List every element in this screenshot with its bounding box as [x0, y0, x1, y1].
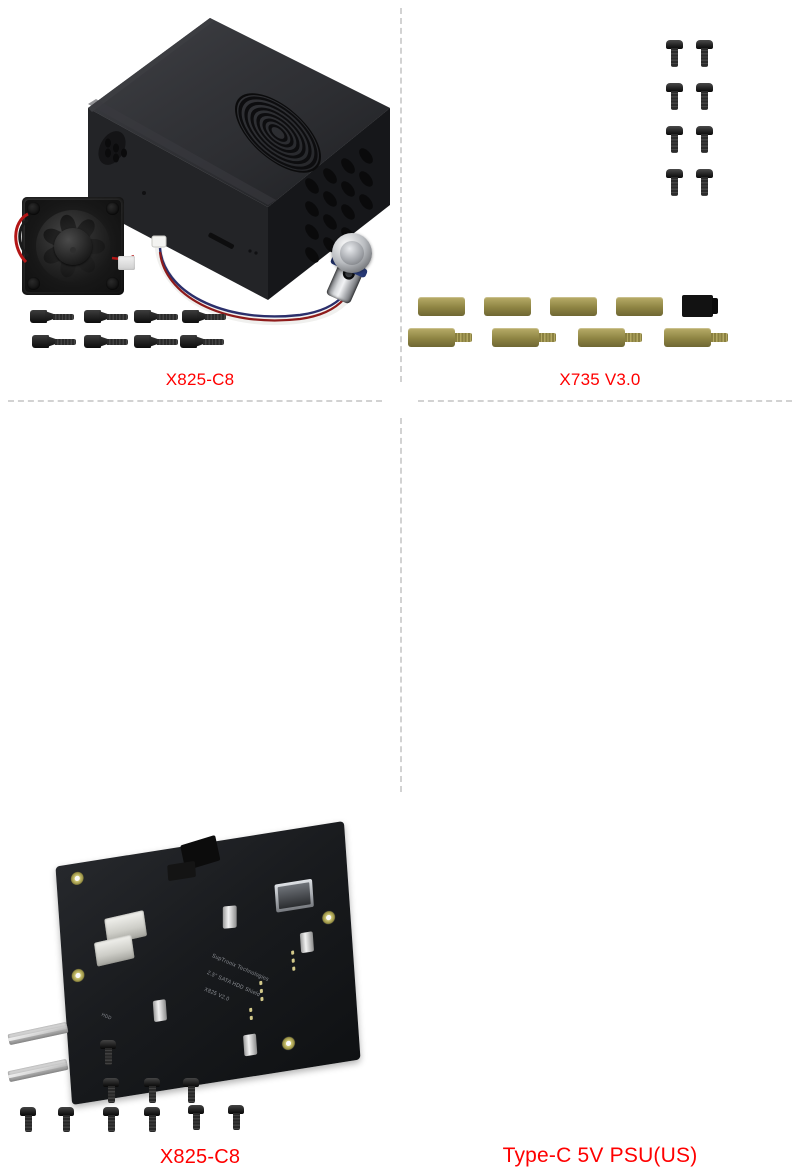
- screw: [696, 83, 713, 110]
- screw: [666, 83, 683, 110]
- brass-standoff-male: [664, 328, 728, 347]
- product-photo-x735-board: [400, 0, 800, 368]
- product-photo-metal-case-kit: [0, 0, 400, 368]
- screw: [20, 1107, 36, 1132]
- cooling-fan-40mm: [22, 197, 124, 295]
- dc-jack-body: [167, 860, 196, 882]
- usb3-port: [274, 878, 314, 913]
- product-caption-top-right: X735 V3.0: [559, 370, 641, 389]
- screw: [103, 1078, 119, 1103]
- silkscreen-hdd: HDD: [100, 1011, 113, 1021]
- grid-divider-vertical-top: [400, 8, 402, 382]
- screw: [228, 1105, 244, 1130]
- fan-connector: [118, 256, 135, 270]
- screw: [32, 335, 76, 348]
- power-button: [325, 233, 374, 305]
- product-grid-sheet: X825-C8: [0, 0, 800, 800]
- product-cell-x825-c8-case[interactable]: X825-C8: [0, 0, 400, 400]
- power-button-cable: [151, 235, 352, 326]
- screw: [84, 335, 128, 348]
- screw: [84, 310, 128, 323]
- screw: [180, 335, 224, 348]
- aluminium-spacer: [7, 1021, 69, 1046]
- mounting-hole: [69, 870, 85, 887]
- product-photo-x825-board: SupTronix Technologies 2.5" SATA HDD Shi…: [0, 800, 400, 1140]
- screw: [58, 1107, 74, 1132]
- sata-power-connector: [93, 934, 135, 967]
- grid-divider-horizontal-left: [8, 400, 382, 402]
- mounting-hole: [321, 909, 337, 926]
- screw: [100, 1040, 116, 1065]
- aluminium-spacer: [7, 1058, 69, 1083]
- screw: [696, 126, 713, 153]
- grid-divider-horizontal-right: [418, 400, 792, 402]
- brass-standoff: [484, 297, 531, 316]
- screw: [103, 1107, 119, 1132]
- product-caption-bottom-left: X825-C8: [159, 1146, 241, 1168]
- black-clip: [682, 295, 718, 317]
- brass-standoff: [550, 297, 597, 316]
- brass-standoff: [616, 297, 663, 316]
- screw: [144, 1078, 160, 1103]
- brass-standoff: [418, 297, 465, 316]
- screw: [183, 1078, 199, 1103]
- standoff-post: [299, 931, 315, 954]
- product-caption-bottom-right: Type-C 5V PSU(US): [502, 1144, 698, 1167]
- screw: [134, 310, 178, 323]
- standoff-post: [243, 1033, 258, 1057]
- screw: [696, 40, 713, 67]
- grid-divider-vertical-bottom: [400, 418, 402, 792]
- silkscreen-line-3: X825 V2.0: [202, 986, 231, 1003]
- screw: [666, 126, 683, 153]
- screw: [666, 169, 683, 196]
- screw: [188, 1105, 204, 1130]
- mounting-hole: [70, 967, 86, 984]
- product-cell-x825-sata-board[interactable]: SupTronix Technologies 2.5" SATA HDD Shi…: [0, 400, 400, 1168]
- screw: [696, 169, 713, 196]
- screw: [134, 335, 178, 348]
- fan-wires: [14, 212, 135, 264]
- brass-standoff-male: [492, 328, 556, 347]
- product-cell-x735-v3[interactable]: X735 V3.0: [400, 0, 800, 400]
- standoff-post: [222, 905, 237, 929]
- metal-case-illustration: [88, 18, 390, 300]
- product-caption-top-left: X825-C8: [165, 370, 235, 389]
- mounting-hole: [281, 1035, 296, 1052]
- screw: [30, 310, 74, 323]
- screw: [144, 1107, 160, 1132]
- standoff-post: [152, 999, 168, 1023]
- product-cell-type-c-psu[interactable]: AC/DC ADAPTER MODEL:JDY-054B INPUT:AC100…: [400, 400, 800, 1167]
- screw: [182, 310, 226, 323]
- brass-standoff-male: [578, 328, 642, 347]
- screw: [666, 40, 683, 67]
- brass-standoff-male: [408, 328, 472, 347]
